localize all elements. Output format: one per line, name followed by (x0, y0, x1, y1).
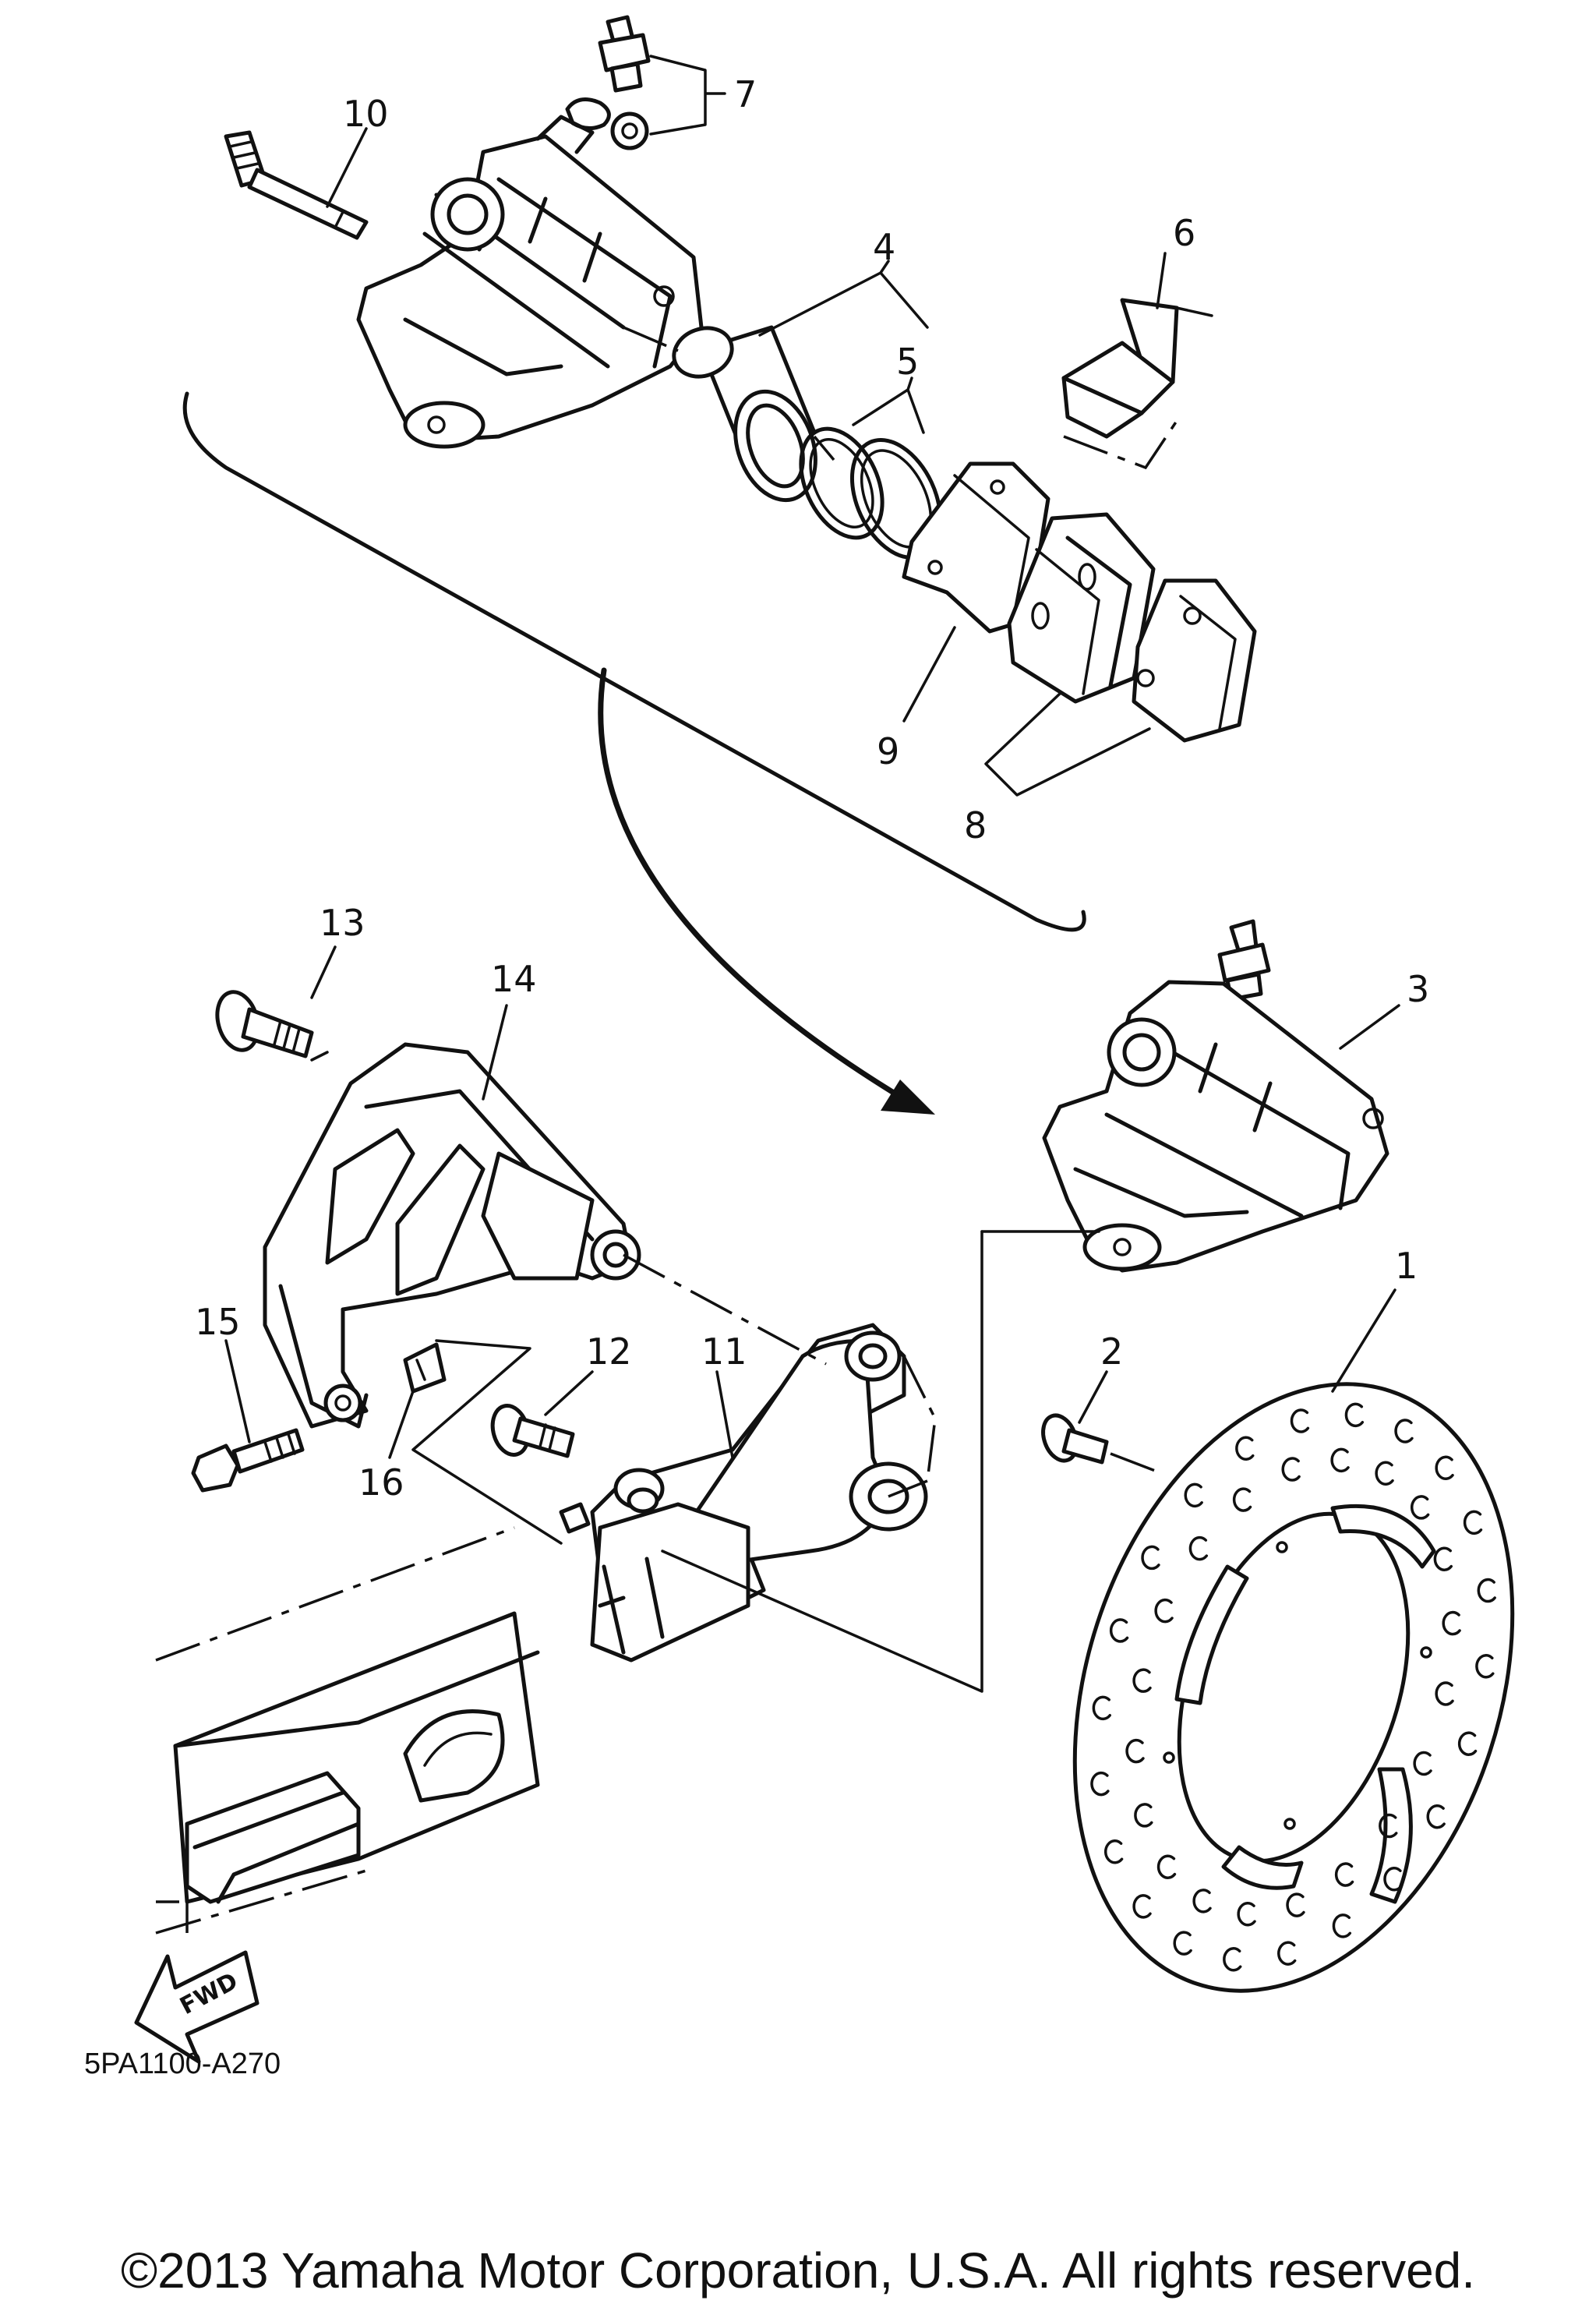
fwd-arrow-icon: FWD (134, 1950, 260, 2064)
callout-10: 10 (343, 93, 389, 135)
part-9-shim (902, 461, 1050, 634)
vent-hole (1132, 1894, 1152, 1919)
callout-9: 9 (877, 730, 899, 772)
callout-5: 5 (896, 341, 919, 383)
callout-2: 2 (1100, 1330, 1123, 1373)
vent-hole (1475, 1654, 1495, 1679)
group-bracket (182, 391, 1086, 932)
callout-12: 12 (586, 1330, 632, 1373)
callout-8: 8 (964, 804, 987, 846)
vent-hole (1090, 1771, 1110, 1797)
vent-hole (1457, 1731, 1478, 1756)
callout-3: 3 (1407, 968, 1429, 1010)
vent-hole (1103, 1839, 1124, 1864)
vent-hole (1184, 1482, 1203, 1508)
callout-14: 14 (491, 958, 537, 1000)
vent-hole (1132, 1668, 1152, 1693)
vent-hole (1156, 1854, 1177, 1879)
vent-hole (1092, 1695, 1111, 1721)
part-10-slide-pin (224, 130, 369, 240)
callout-7: 7 (734, 73, 757, 115)
vent-hole (1188, 1535, 1209, 1561)
callout-16: 16 (358, 1461, 404, 1504)
assembly-arrow (598, 667, 935, 1115)
callout-4: 4 (873, 226, 895, 268)
vent-hole (1237, 1902, 1256, 1927)
diagram-code: 5PA1100-A270 (84, 2048, 281, 2080)
callout-13: 13 (320, 902, 365, 944)
part-16-clip (403, 1342, 447, 1394)
vent-hole (1232, 1487, 1252, 1512)
vent-hole (1433, 1546, 1453, 1571)
part-6-pad-spring (1061, 298, 1213, 439)
vent-hole (1192, 1889, 1212, 1913)
callout-1: 1 (1395, 1245, 1418, 1287)
vent-hole (1125, 1738, 1145, 1764)
caliper-body-exploded (356, 115, 704, 449)
vent-hole (1375, 1461, 1394, 1486)
vent-hole (1435, 1681, 1454, 1706)
vent-hole (1442, 1610, 1461, 1636)
vent-hole (1334, 1862, 1354, 1887)
vent-hole (1394, 1419, 1414, 1443)
vent-hole (1277, 1941, 1297, 1966)
callout-15: 15 (195, 1301, 241, 1343)
vent-hole (1281, 1457, 1301, 1482)
vent-hole (1154, 1598, 1174, 1624)
part-7-bleed-screw (565, 15, 651, 150)
callout-11: 11 (701, 1330, 747, 1373)
vent-hole (1379, 1813, 1398, 1839)
callout-6: 6 (1173, 212, 1195, 254)
vent-hole (1332, 1913, 1352, 1938)
vent-hole (1435, 1455, 1454, 1481)
swingarm (155, 1526, 540, 1935)
disc-vent-holes (1090, 1402, 1496, 1972)
assembly-line (623, 326, 1178, 470)
vent-hole (1290, 1408, 1310, 1433)
vent-hole (1223, 1947, 1242, 1972)
vent-hole (1383, 1867, 1403, 1892)
vent-hole (1413, 1751, 1432, 1776)
vent-hole (1330, 1447, 1350, 1473)
copyright-notice: ©2013 Yamaha Motor Corporation, U.S.A. A… (121, 2242, 1475, 2299)
part-2-screw (1041, 1413, 1109, 1465)
vent-hole (1344, 1402, 1365, 1428)
part-8-brake-pads (1007, 512, 1257, 743)
exploded-caliper-group (182, 15, 1257, 932)
part-14-caliper-bracket (263, 1042, 641, 1429)
vent-hole (1410, 1495, 1430, 1520)
part-13-bolt (215, 990, 314, 1058)
vent-hole (1235, 1436, 1255, 1461)
vent-hole (1286, 1892, 1305, 1917)
part-11-torque-link (559, 1323, 928, 1663)
vent-hole (1463, 1510, 1483, 1535)
vent-hole (1134, 1803, 1153, 1828)
vent-hole (1477, 1578, 1496, 1603)
reference-lines (411, 1230, 1162, 1693)
part-15-bolt (191, 1428, 305, 1493)
part-3-caliper-assembly (1042, 919, 1389, 1273)
vent-hole (1109, 1618, 1129, 1643)
vent-hole (1173, 1931, 1192, 1956)
part-12-bolt (490, 1404, 575, 1458)
vent-hole (1426, 1804, 1446, 1829)
vent-hole (1141, 1545, 1160, 1571)
callouts: 7 10 4 5 6 9 8 13 14 3 1 2 15 (195, 55, 1429, 1504)
part-1-brake-disc (1072, 1382, 1515, 1993)
